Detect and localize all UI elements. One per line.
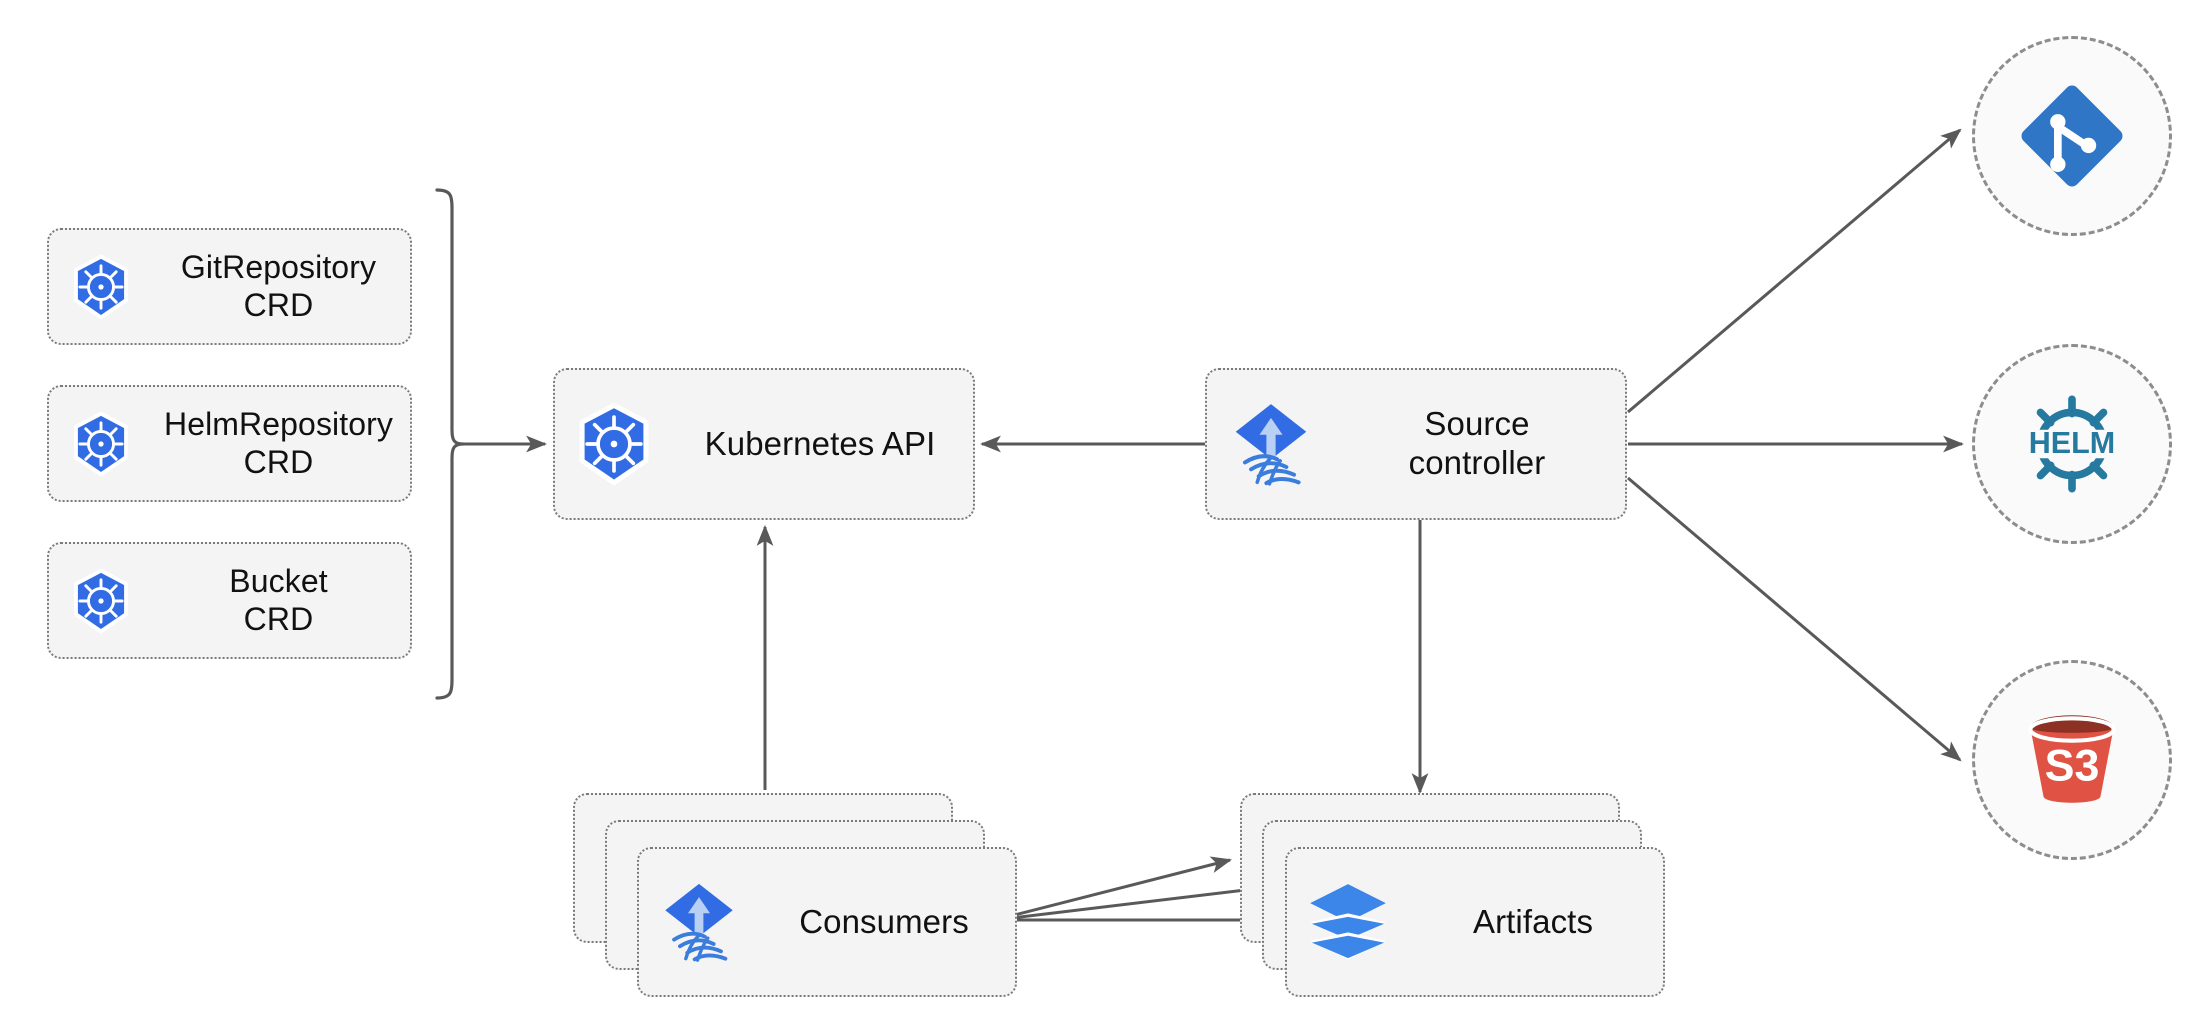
node-kubernetes-api[interactable]: Kubernetes API bbox=[553, 368, 975, 520]
kubernetes-icon bbox=[49, 411, 153, 477]
kubernetes-icon bbox=[49, 568, 153, 634]
helm-icon: HELM bbox=[2011, 383, 2133, 505]
node-label: Source controller bbox=[1408, 405, 1546, 481]
crd-group-brace bbox=[435, 188, 465, 700]
crd-label: HelmRepository CRD bbox=[163, 405, 394, 480]
git-icon bbox=[2013, 77, 2131, 195]
layers-icon bbox=[1287, 879, 1409, 965]
endpoint-s3[interactable]: S3 bbox=[1972, 660, 2172, 860]
edge-consumers-to-artifacts-1 bbox=[994, 856, 1233, 922]
node-source-controller[interactable]: Source controller bbox=[1205, 368, 1627, 520]
edge-consumers-to-artifacts-2 bbox=[994, 881, 1265, 922]
node-label: Artifacts bbox=[1472, 902, 1594, 940]
kubernetes-icon bbox=[555, 402, 673, 486]
flux-icon bbox=[639, 878, 759, 966]
crd-box-bucket[interactable]: Bucket CRD bbox=[47, 542, 412, 659]
node-label: Consumers bbox=[799, 902, 969, 940]
edge-source-controller-to-git bbox=[1627, 128, 1962, 414]
helm-wordmark: HELM bbox=[2029, 426, 2115, 460]
kubernetes-icon bbox=[49, 254, 153, 320]
edge-source-controller-to-s3 bbox=[1627, 476, 1962, 762]
crd-label: Bucket CRD bbox=[229, 562, 328, 637]
endpoint-git[interactable] bbox=[1972, 36, 2172, 236]
node-artifacts[interactable]: Artifacts bbox=[1285, 847, 1665, 997]
node-label: Kubernetes API bbox=[704, 424, 936, 462]
flux-icon bbox=[1207, 398, 1335, 490]
crd-label: GitRepository CRD bbox=[180, 248, 377, 323]
node-consumers[interactable]: Consumers bbox=[637, 847, 1017, 997]
s3-icon: S3 bbox=[2011, 699, 2133, 821]
s3-wordmark: S3 bbox=[2045, 741, 2100, 790]
endpoint-helm[interactable]: HELM bbox=[1972, 344, 2172, 544]
crd-box-gitrepository[interactable]: GitRepository CRD bbox=[47, 228, 412, 345]
crd-box-helmrepository[interactable]: HelmRepository CRD bbox=[47, 385, 412, 502]
